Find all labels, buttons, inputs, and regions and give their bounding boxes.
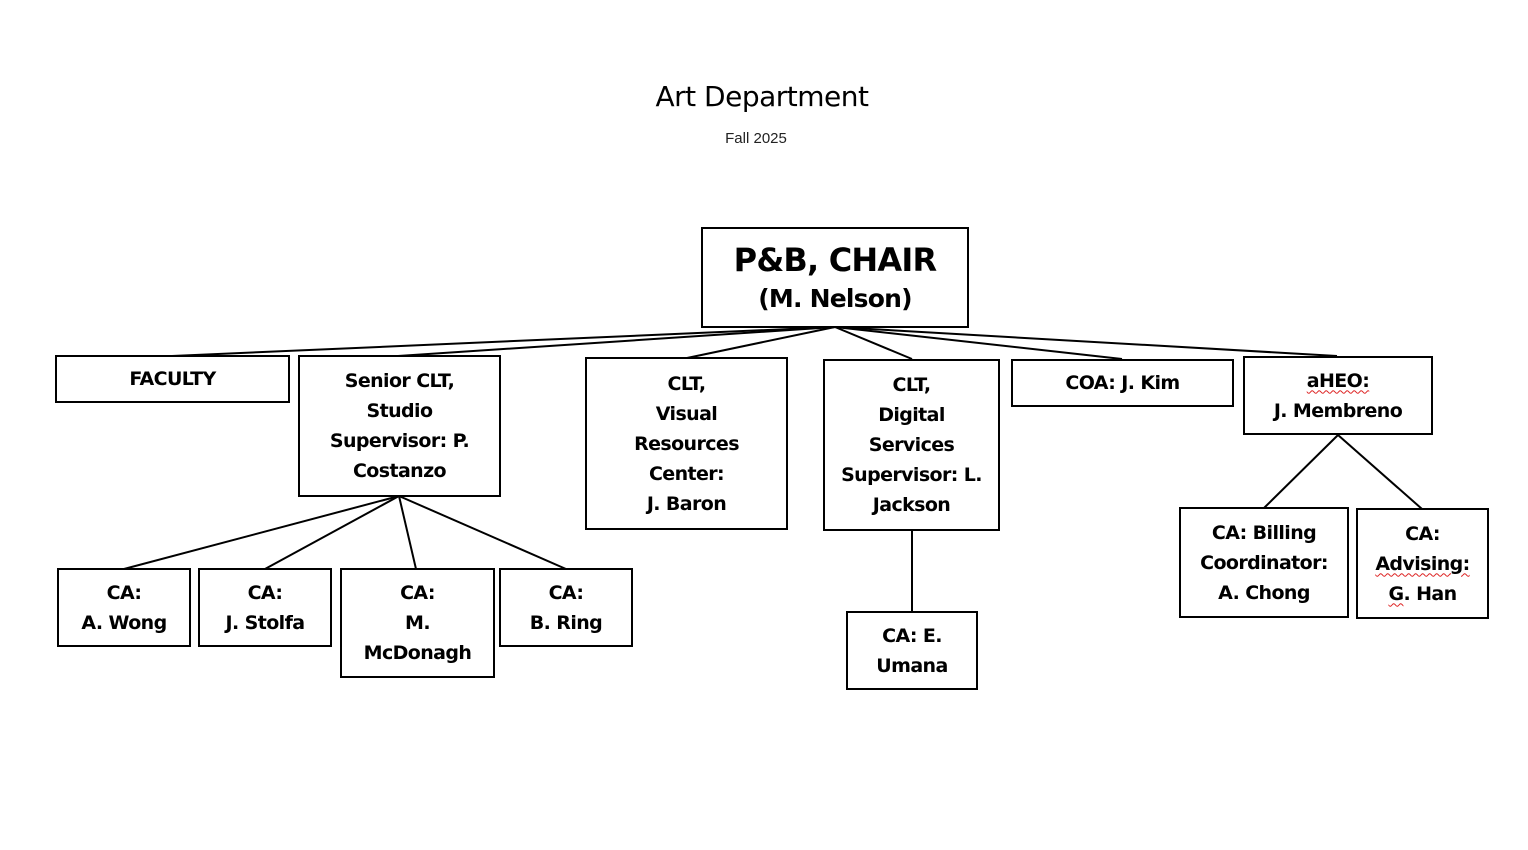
connector-aheo-han [1337,434,1423,510]
ca-han-initial: G [1388,582,1404,605]
connector-chair-aheo [834,326,1338,357]
coa-box: COA: J. Kim [1011,359,1234,407]
faculty-box: FACULTY [55,355,290,403]
ca-wong-box: CA: A. Wong [57,568,191,647]
ca-stolfa-label: CA: J. Stolfa [225,581,306,634]
aheo-title: aHEO: [1306,369,1370,392]
ca-chong-label: CA: Billing Coordinator: A. Chong [1200,521,1328,604]
connector-chair-coa [834,326,1123,360]
connector-chair-senior-clt [397,326,836,357]
ca-umana-box: CA: E. Umana [846,611,978,690]
connector-studio-mcdonagh [398,495,417,570]
ca-mcdonagh-box: CA: M. McDonagh [340,568,495,678]
ca-umana-label: CA: E. Umana [876,624,948,677]
connector-chair-clt-digital [834,326,913,360]
ca-stolfa-box: CA: J. Stolfa [198,568,332,647]
chart-title: Art Department [655,80,869,113]
chair-title: P&B, CHAIR [733,240,937,279]
ca-wong-label: CA: A. Wong [81,581,167,634]
chair-box: P&B, CHAIR (M. Nelson) [701,227,969,328]
clt-vrc-box: CLT, Visual Resources Center: J. Baron [585,357,788,530]
coa-label: COA: J. Kim [1065,372,1180,394]
connector-studio-stolfa [264,495,400,570]
connector-studio-wong [123,495,400,570]
ca-mcdonagh-label: CA: M. McDonagh [363,582,472,664]
senior-clt-label: Senior CLT, Studio Supervisor: P. Costan… [329,370,470,482]
clt-digital-box: CLT, Digital Services Supervisor: L. Jac… [823,359,1000,531]
connector-chair-faculty [171,326,836,357]
clt-vrc-label: CLT, Visual Resources Center: J. Baron [634,372,739,515]
chair-name: (M. Nelson) [758,283,912,313]
connector-studio-ring [398,495,567,570]
connector-chair-clt-vrc [686,326,836,359]
ca-han-line1: CA: [1405,522,1440,545]
clt-digital-label: CLT, Digital Services Supervisor: L. Jac… [841,374,982,516]
faculty-label: FACULTY [129,368,216,390]
ca-han-line2: Advising: [1375,552,1470,575]
ca-han-box: CA: Advising: G. Han [1356,508,1489,619]
ca-ring-label: CA: B. Ring [529,581,603,634]
ca-han-rest: . Han [1403,582,1457,605]
chart-subtitle: Fall 2025 [725,130,787,147]
ca-chong-box: CA: Billing Coordinator: A. Chong [1179,507,1349,618]
aheo-box: aHEO: J. Membreno [1243,356,1433,435]
senior-clt-box: Senior CLT, Studio Supervisor: P. Costan… [298,355,501,497]
aheo-name: J. Membreno [1273,399,1403,422]
connector-aheo-chong [1263,434,1339,509]
ca-ring-box: CA: B. Ring [499,568,633,647]
